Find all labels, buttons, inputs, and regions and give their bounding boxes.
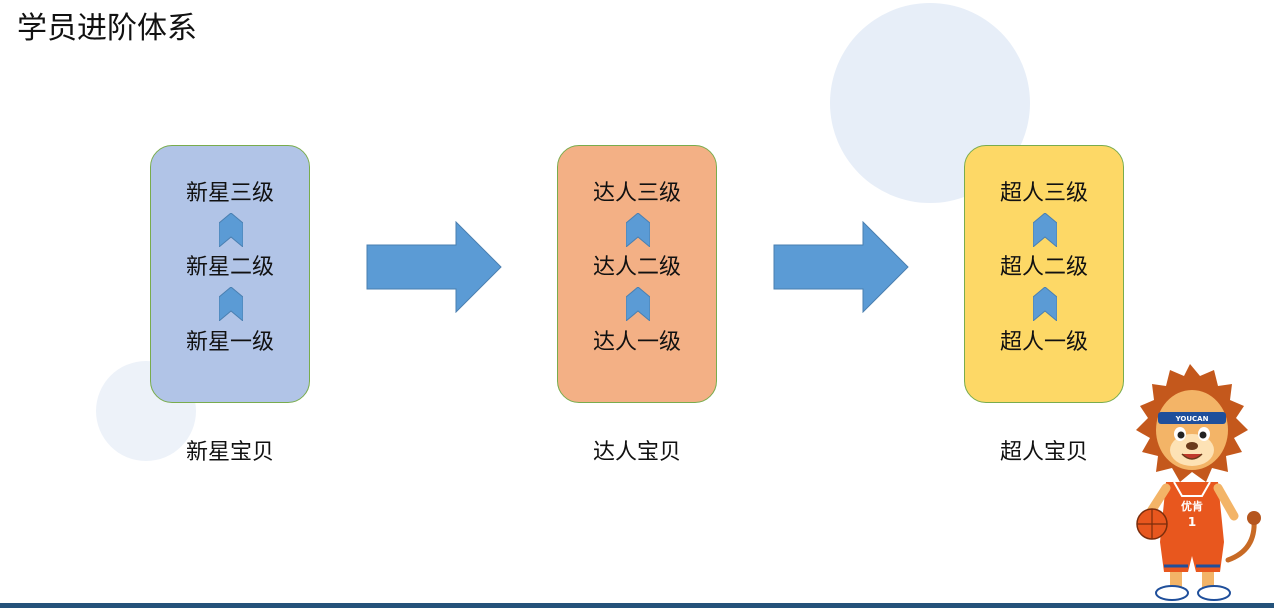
arrow-right-icon [366,221,502,313]
chevron-up-icon [219,213,243,247]
footer-bar [0,603,1274,608]
chevron-up-icon [1033,213,1057,247]
chevron-up-icon [626,213,650,247]
level-3-label: 新星三级 [185,181,274,206]
lion-mascot: YOUCAN 优肯 1 [1136,364,1261,601]
jersey-text: 优肯 [1181,499,1203,513]
chevron-up-icon [626,287,650,321]
stage-box-xinxing: 新星三级 新星二级 新星一级 [150,145,310,403]
stage-box-daren: 达人三级 达人二级 达人一级 [557,145,717,403]
level-2-label: 新星二级 [185,255,274,280]
chevron-up-icon [219,287,243,321]
arrow-right-icon [773,221,909,313]
level-2-label: 达人二级 [592,255,681,280]
page-title: 学员进阶体系 [17,11,197,46]
chevron-up-icon [1033,287,1057,321]
stage-label-xinxing: 新星宝贝 [185,440,274,465]
level-1-label: 超人一级 [999,330,1088,355]
stage-label-chaoren: 超人宝贝 [999,440,1088,465]
level-3-label: 超人三级 [999,181,1088,206]
jersey-number: 1 [1188,515,1196,529]
level-1-label: 达人一级 [592,330,681,355]
level-2-label: 超人二级 [999,255,1088,280]
level-3-label: 达人三级 [592,181,681,206]
level-1-label: 新星一级 [185,330,274,355]
stage-label-daren: 达人宝贝 [592,440,681,465]
stage-box-chaoren: 超人三级 超人二级 超人一级 [964,145,1124,403]
headband-text: YOUCAN [1175,415,1209,423]
